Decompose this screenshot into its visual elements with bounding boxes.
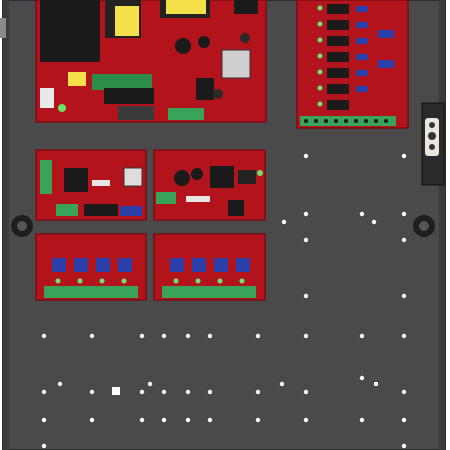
mount-hole	[147, 381, 153, 387]
mount-hole	[359, 417, 365, 423]
mount-hole	[41, 417, 47, 423]
mount-hole	[359, 375, 365, 381]
mount-hole	[401, 443, 407, 449]
capacitor-block	[40, 0, 100, 62]
mount-hole	[161, 333, 167, 339]
square-knockout	[112, 387, 120, 395]
mount-hole	[359, 333, 365, 339]
mount-hole	[41, 333, 47, 339]
mount-hole	[139, 333, 145, 339]
mount-hole	[359, 211, 365, 217]
transformer-yellow	[115, 6, 139, 36]
mount-hole	[401, 211, 407, 217]
mount-hole	[41, 389, 47, 395]
mount-hole	[279, 381, 285, 387]
mount-hole	[303, 333, 309, 339]
relay-output-large	[296, 0, 409, 129]
mount-hole	[139, 417, 145, 423]
mount-hole	[373, 381, 379, 387]
mount-hole	[161, 417, 167, 423]
fuse-distribution-right	[153, 233, 266, 301]
mount-hole	[303, 153, 309, 159]
mount-hole	[303, 211, 309, 217]
mount-hole	[255, 333, 261, 339]
mount-hole	[401, 237, 407, 243]
mount-hole	[303, 417, 309, 423]
hinge-tab	[0, 18, 6, 38]
mount-hole	[57, 381, 63, 387]
mount-hole	[255, 417, 261, 423]
power-supply-main	[35, 0, 267, 123]
mounting-holes	[41, 153, 407, 449]
mount-hole	[161, 389, 167, 395]
mount-hole	[401, 293, 407, 299]
mount-hole	[281, 219, 287, 225]
mount-hole	[185, 333, 191, 339]
mount-hole	[185, 389, 191, 395]
terminal-strip-green	[92, 74, 152, 90]
mount-hole	[207, 389, 213, 395]
mount-hole	[401, 333, 407, 339]
mount-hole	[139, 389, 145, 395]
mount-hole	[89, 417, 95, 423]
mount-hole	[89, 389, 95, 395]
mount-hole	[303, 293, 309, 299]
mount-hole	[401, 417, 407, 423]
power-supply-secondary	[153, 149, 266, 221]
mount-hole	[207, 333, 213, 339]
mount-hole	[303, 389, 309, 395]
fuse-distribution-left	[35, 233, 147, 301]
controller-module	[35, 149, 147, 221]
mount-hole	[41, 443, 47, 449]
microcontroller-chip	[64, 168, 88, 192]
tamper-switch	[421, 102, 445, 186]
mount-hole	[185, 417, 191, 423]
terminal-block	[168, 108, 204, 120]
mount-hole	[401, 153, 407, 159]
mount-hole	[89, 333, 95, 339]
mount-hole	[401, 389, 407, 395]
mount-hole	[255, 389, 261, 395]
mount-hole	[371, 219, 377, 225]
mount-hole	[303, 237, 309, 243]
mount-hole	[207, 417, 213, 423]
